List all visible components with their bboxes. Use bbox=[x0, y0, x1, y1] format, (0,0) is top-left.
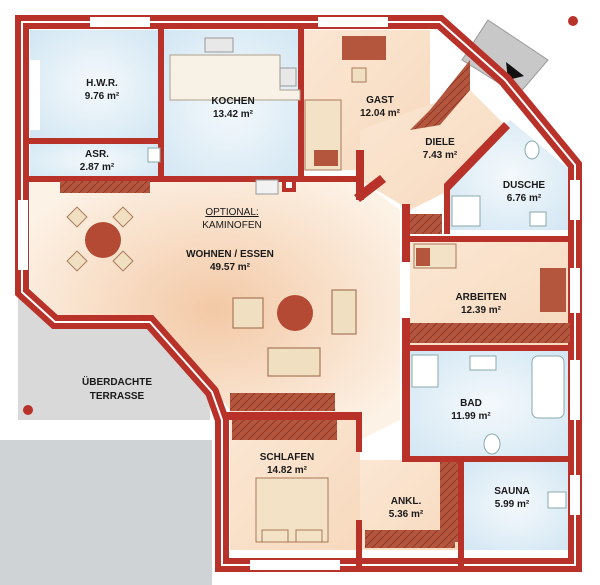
diele-name: DIELE bbox=[425, 137, 455, 148]
bad-name: BAD bbox=[460, 398, 482, 409]
dusche-area: 6.76 m² bbox=[507, 193, 542, 204]
wohnen-name: WOHNEN / ESSEN bbox=[186, 249, 274, 260]
dining-set bbox=[66, 206, 134, 272]
marker-dot-bottom bbox=[23, 405, 33, 415]
diele-area: 7.43 m² bbox=[423, 150, 458, 161]
sauna-area: 5.99 m² bbox=[495, 499, 530, 510]
bath-fixtures bbox=[147, 140, 567, 509]
gast-name: GAST bbox=[366, 95, 394, 106]
sauna-name: SAUNA bbox=[494, 486, 530, 497]
kitchen-counter bbox=[169, 37, 301, 101]
office-furniture bbox=[413, 243, 566, 312]
gast-area: 12.04 m² bbox=[360, 108, 401, 119]
fireplace-note-line2: KAMINOFEN bbox=[202, 220, 261, 231]
interior-walls bbox=[28, 28, 572, 566]
north-arrow-icon bbox=[506, 62, 524, 80]
exterior-wall-inner-line bbox=[21, 21, 576, 566]
terrace-line1: ÜBERDACHTE bbox=[82, 375, 152, 388]
bedroom-furniture bbox=[255, 477, 329, 543]
hwr-floor bbox=[30, 30, 160, 140]
hwr-name: H.W.R. bbox=[86, 78, 118, 89]
windows bbox=[18, 17, 580, 570]
arbeiten-name: ARBEITEN bbox=[455, 292, 506, 303]
guest-furniture bbox=[304, 36, 386, 171]
ankl-area: 5.36 m² bbox=[389, 509, 424, 520]
asr-area: 2.87 m² bbox=[80, 162, 115, 173]
kochen-name: KOCHEN bbox=[211, 96, 254, 107]
living-seating bbox=[232, 289, 357, 377]
dusche-name: DUSCHE bbox=[503, 180, 546, 191]
kochen-area: 13.42 m² bbox=[213, 109, 254, 120]
schlafen-name: SCHLAFEN bbox=[260, 452, 314, 463]
marker-dot-top bbox=[568, 16, 578, 26]
terrace-line2: TERRASSE bbox=[90, 391, 145, 402]
fireplace-note-line1: OPTIONAL: bbox=[205, 207, 258, 218]
cabinets bbox=[60, 60, 570, 548]
hwr-area: 9.76 m² bbox=[85, 91, 120, 102]
asr-floor bbox=[30, 140, 160, 180]
arbeiten-area: 12.39 m² bbox=[461, 305, 502, 316]
wohnen-area: 49.57 m² bbox=[210, 262, 251, 273]
ground-plane bbox=[0, 440, 212, 585]
schlafen-area: 14.82 m² bbox=[267, 465, 308, 476]
fireplace bbox=[255, 178, 296, 195]
ankl-name: ANKL. bbox=[391, 496, 422, 507]
bad-area: 11.99 m² bbox=[451, 411, 491, 422]
asr-name: ASR. bbox=[85, 149, 109, 160]
diele-floor bbox=[360, 90, 520, 210]
